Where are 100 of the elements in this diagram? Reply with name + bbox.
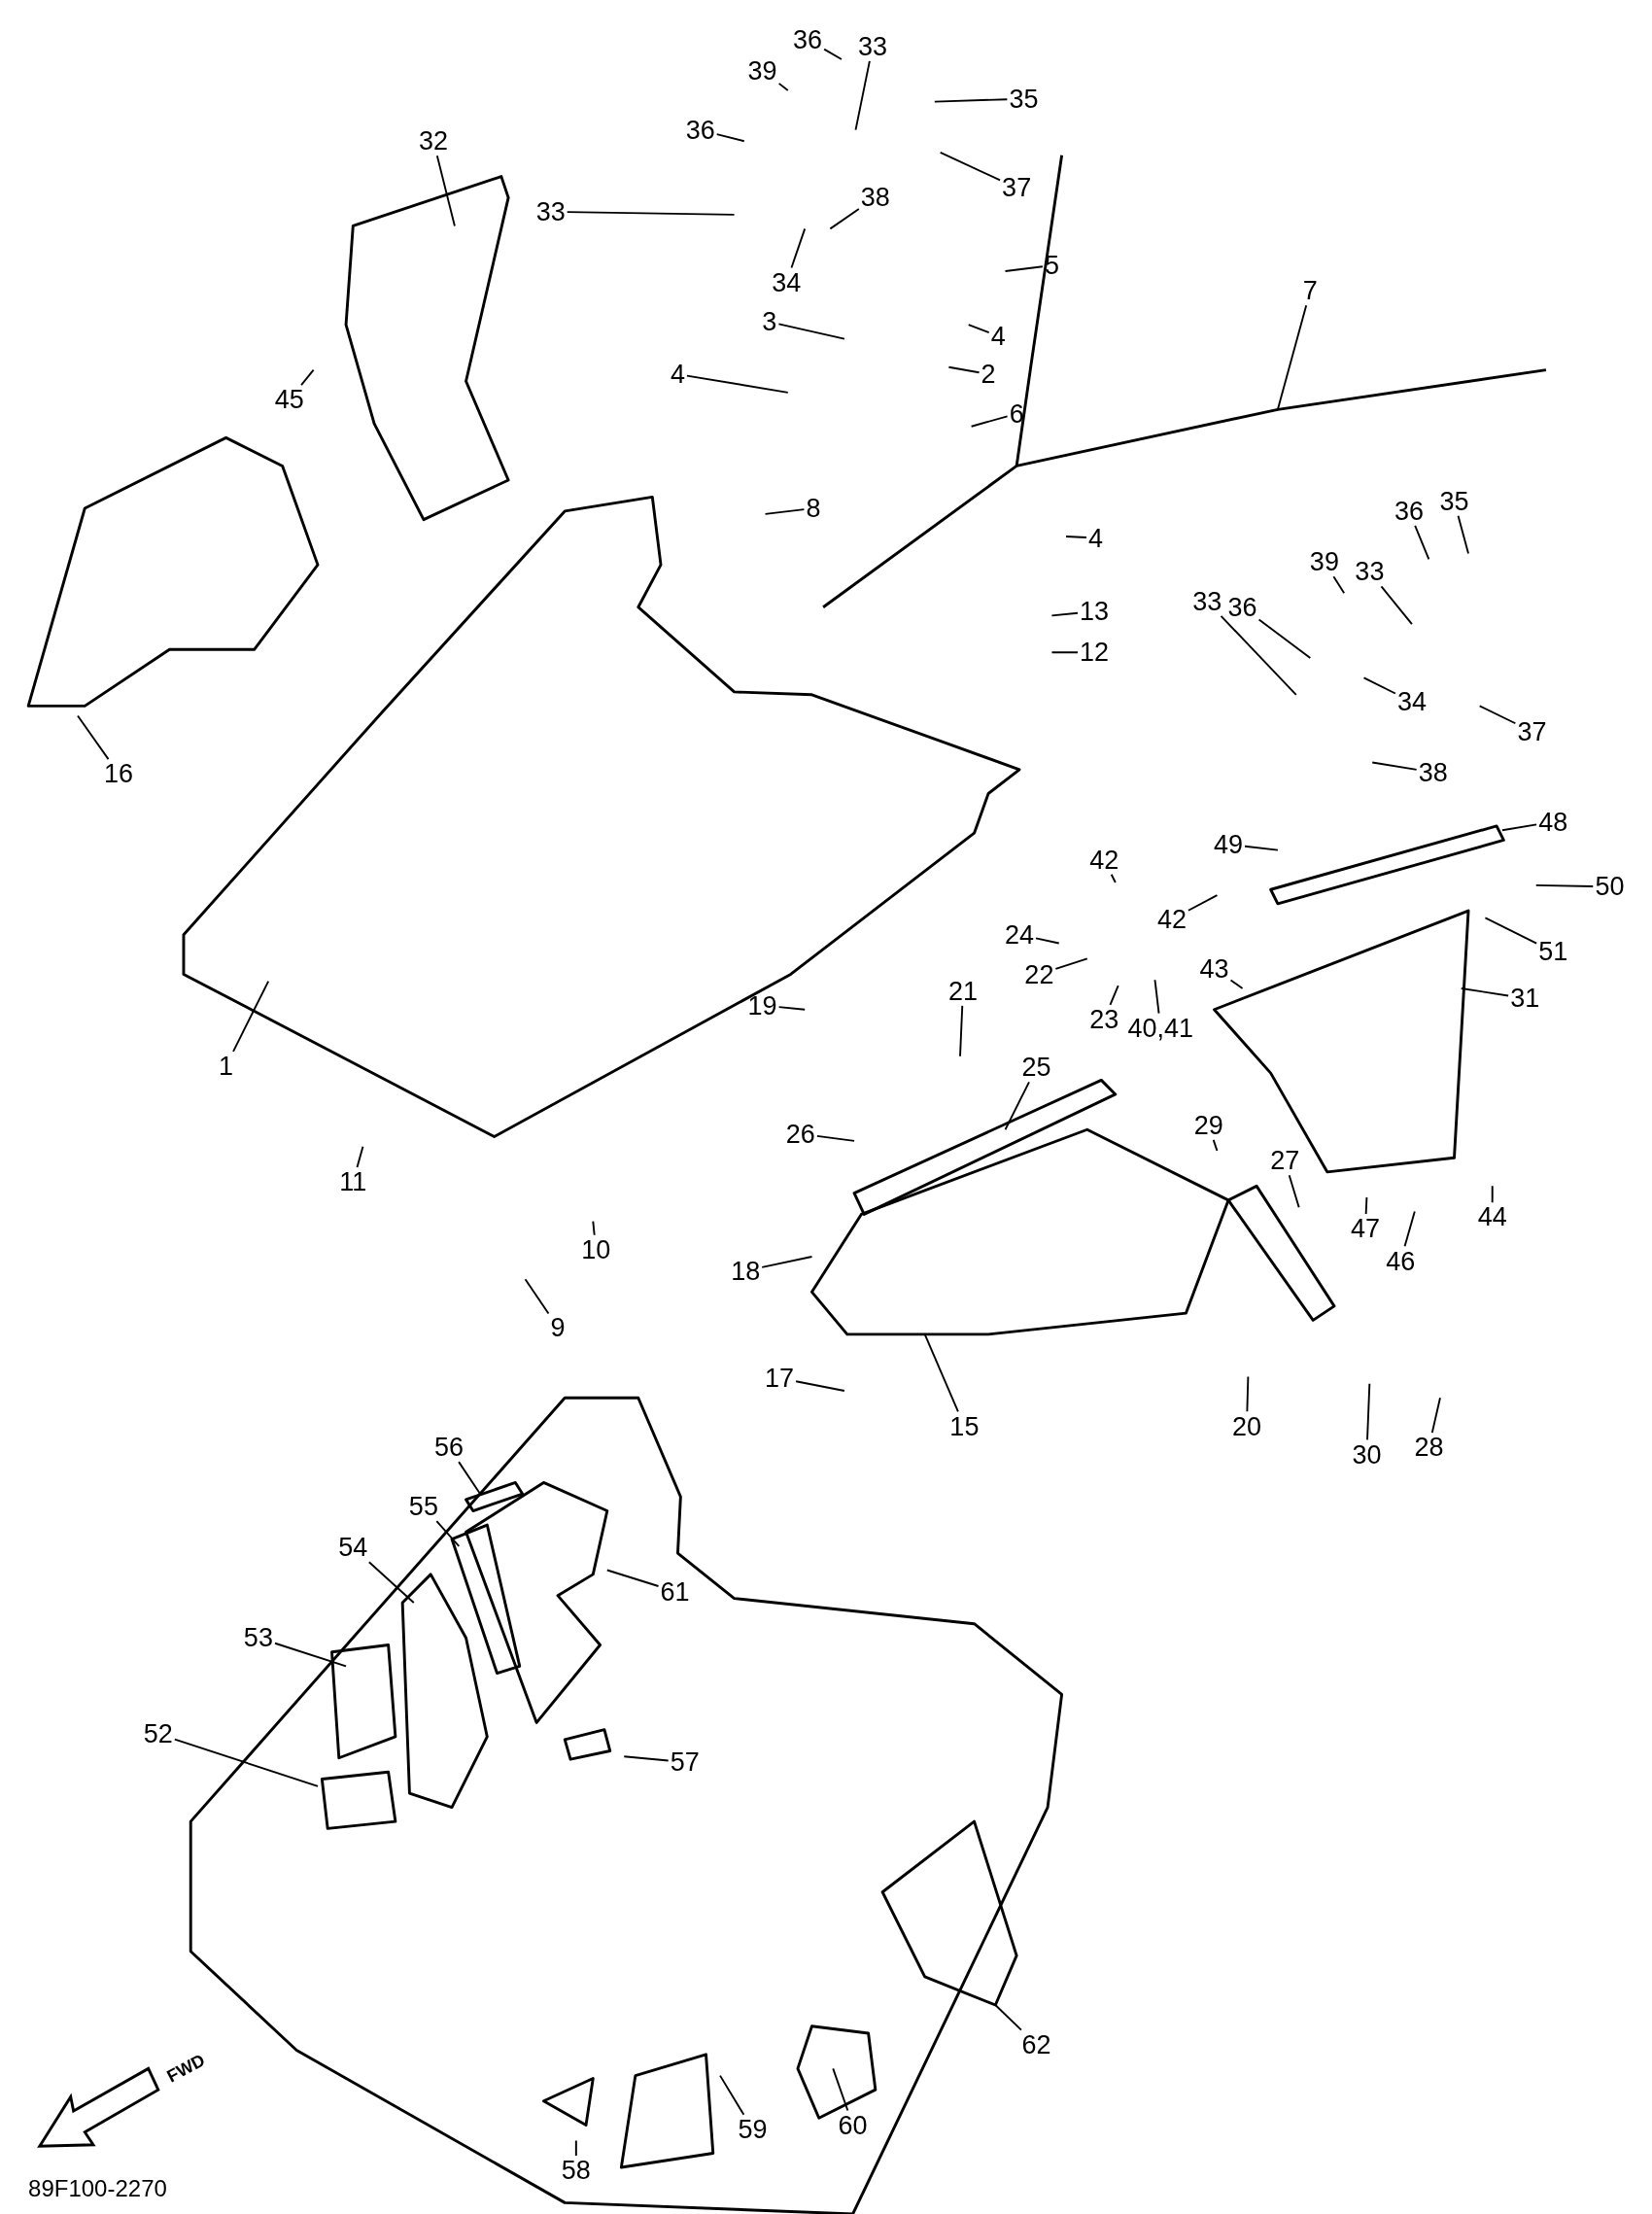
leader-line: [1065, 536, 1087, 538]
leader-line: [605, 1569, 660, 1587]
leader-line: [1054, 957, 1088, 970]
callout-number: 10: [579, 1234, 613, 1264]
callout-number: 36: [1393, 496, 1427, 526]
leader-line: [1430, 1397, 1441, 1435]
callout-number: 35: [1437, 486, 1471, 516]
leader-line: [274, 1642, 347, 1668]
leader-line: [458, 1461, 481, 1495]
leader-line: [524, 1278, 550, 1315]
leader-line: [1288, 1174, 1300, 1209]
leader-line: [959, 1004, 964, 1057]
callout-number: 9: [548, 1312, 568, 1342]
callout-number: 61: [658, 1576, 692, 1607]
leader-line: [435, 1520, 461, 1547]
leader-line: [823, 48, 843, 60]
leader-line: [1371, 761, 1418, 771]
callout-number: 16: [102, 759, 136, 789]
callout-number: 13: [1078, 597, 1112, 627]
leader-line: [777, 323, 845, 340]
leader-line: [1534, 883, 1595, 887]
leader-line: [947, 365, 981, 374]
callout-number: 60: [836, 2110, 870, 2140]
callout-number: 36: [791, 24, 825, 54]
callout-number: 20: [1229, 1411, 1263, 1441]
leader-line: [1366, 1382, 1371, 1441]
callout-number: 11: [337, 1167, 369, 1197]
leader-line: [1212, 1138, 1219, 1152]
leader-line: [686, 374, 789, 394]
callout-number: 40,41: [1125, 1013, 1196, 1043]
callout-number: 7: [1300, 276, 1320, 306]
callout-number: 32: [417, 126, 451, 156]
leader-line: [970, 415, 1009, 428]
callout-number: 34: [770, 267, 804, 297]
leader-line: [173, 1738, 319, 1787]
leader-line: [1276, 304, 1308, 411]
callout-number: 46: [1384, 1246, 1418, 1276]
callout-number: 33: [1190, 586, 1224, 616]
leader-line: [1050, 611, 1079, 617]
leader-line: [1414, 524, 1430, 561]
leader-line: [1457, 514, 1469, 555]
callout-number: 37: [1000, 173, 1034, 203]
callout-number: 1: [216, 1052, 235, 1081]
leader-line: [592, 1220, 596, 1236]
leader-line: [232, 980, 270, 1053]
callout-number: 24: [1003, 919, 1037, 950]
callout-number: 56: [432, 1433, 466, 1463]
callout-number: 12: [1078, 638, 1112, 668]
callout-number: 36: [683, 115, 717, 145]
drawing-code: 89F100-2270: [28, 2174, 167, 2202]
leader-line: [1257, 618, 1312, 659]
callout-number: 44: [1475, 1202, 1509, 1232]
leader-line: [1229, 979, 1244, 989]
callout-number: 35: [1007, 84, 1041, 114]
leader-line: [815, 1134, 855, 1142]
callout-number: 31: [1508, 984, 1542, 1014]
leader-line: [623, 1755, 670, 1762]
leader-line: [939, 151, 1002, 182]
leader-line: [777, 1006, 807, 1011]
leader-line: [761, 1256, 813, 1268]
callout-number: 34: [1394, 687, 1428, 717]
callout-number: 4: [1086, 523, 1106, 553]
callout-number: 19: [745, 990, 779, 1021]
callout-number: 33: [855, 31, 889, 61]
callout-number: 25: [1019, 1053, 1053, 1083]
leader-line: [832, 2067, 849, 2112]
callout-number: 42: [1154, 904, 1188, 934]
callout-number: 53: [241, 1623, 275, 1653]
leader-line: [715, 133, 745, 143]
callout-number: 47: [1349, 1214, 1383, 1244]
callout-number: 51: [1536, 937, 1570, 967]
callout-number: 28: [1412, 1433, 1446, 1463]
callout-number: 2: [979, 360, 998, 390]
callout-number: 8: [804, 494, 823, 524]
leader-line: [1109, 985, 1119, 1006]
leader-line: [933, 98, 1009, 103]
callout-number: 15: [947, 1411, 981, 1441]
leader-line: [1035, 937, 1060, 945]
leader-line: [1478, 705, 1517, 725]
callout-number: 37: [1515, 716, 1549, 746]
callout-number: 27: [1268, 1146, 1302, 1176]
leader-line: [574, 2139, 577, 2157]
callout-number: 4: [668, 360, 687, 390]
direction-label: FWD: [163, 2051, 209, 2088]
leader-line: [777, 82, 789, 91]
callout-number: 3: [760, 307, 779, 337]
leader-line: [994, 2004, 1022, 2031]
leader-line: [1403, 1210, 1416, 1248]
callout-number: 17: [763, 1364, 797, 1394]
callout-number: 22: [1022, 959, 1056, 989]
callout-number: 43: [1197, 953, 1231, 984]
callout-number: 23: [1087, 1005, 1121, 1035]
callout-number: 54: [336, 1533, 370, 1563]
leader-line: [77, 714, 110, 761]
callout-number: 33: [1353, 557, 1387, 587]
callout-number: 30: [1350, 1439, 1384, 1470]
callout-number: 62: [1019, 2029, 1053, 2059]
callout-number: 39: [745, 55, 779, 86]
callout-number: 18: [729, 1256, 763, 1286]
callout-number: 45: [272, 385, 306, 415]
